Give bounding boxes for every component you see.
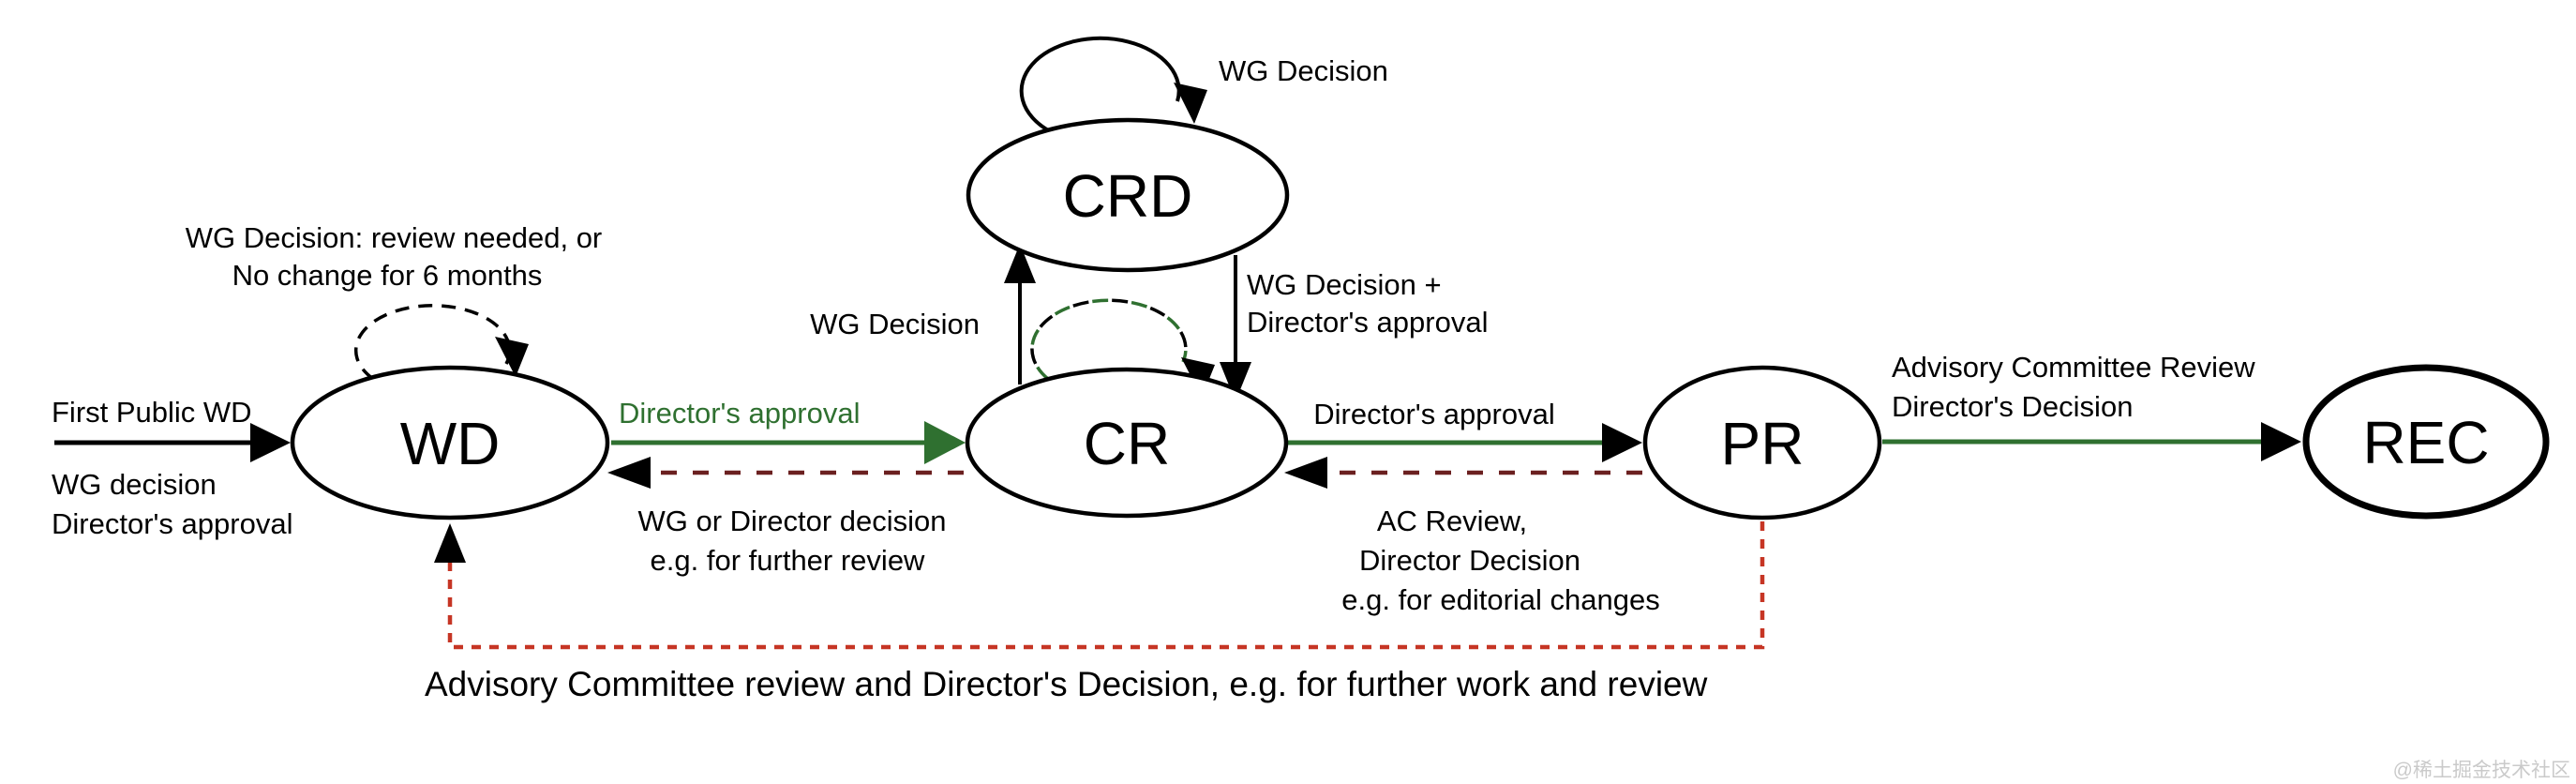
edge-wd-to-cr: Director's approval (611, 397, 966, 464)
label-wd-loop-line1: WG Decision: review needed, or (186, 221, 603, 254)
label-wd-loop-line2: No change for 6 months (232, 259, 543, 292)
label-cr-to-wd-line1: WG or Director decision (637, 505, 946, 537)
cr-dashed-loop-black (1030, 298, 1188, 381)
arrowhead-into-cr-maroon (1284, 457, 1327, 489)
cr-dashed-loop-green (1030, 298, 1188, 381)
label-first-public-wd: First Public WD (52, 396, 252, 429)
label-cr-to-wd-line2: e.g. for further review (651, 544, 926, 577)
arrowhead-into-cr-from-crd (1220, 362, 1251, 401)
node-crd-ellipse (966, 117, 1290, 273)
arrowhead-into-wd (250, 423, 291, 462)
node-cr: CR (965, 367, 1289, 519)
label-crd-to-cr-line1: WG Decision + (1247, 268, 1442, 301)
arrowhead-wd-self-loop (495, 337, 529, 377)
node-pr: PR (1642, 365, 1882, 520)
label-pr-to-cr-line3: e.g. for editorial changes (1341, 583, 1660, 616)
node-rec-ellipse (2302, 364, 2550, 520)
label-pr-to-cr-line1: AC Review, (1377, 505, 1527, 537)
edge-cr-to-pr: Director's approval (1288, 398, 1642, 462)
edge-cr-to-wd: WG or Director decision e.g. for further… (607, 457, 964, 577)
node-wd: WD (290, 365, 610, 520)
node-wd-label: WD (400, 410, 501, 477)
arrowhead-into-pr (1602, 423, 1642, 462)
edge-wd-self-loop: WG Decision: review needed, or No change… (186, 221, 603, 381)
node-cr-ellipse (965, 367, 1289, 519)
edge-cr-to-crd: WG Decision (810, 244, 1036, 384)
node-crd-label: CRD (1063, 162, 1193, 230)
edge-crd-self-loop: WG Decision (1019, 36, 1388, 133)
arrowhead-into-wd-maroon (607, 457, 651, 489)
label-wg-decision: WG decision (52, 468, 217, 501)
edge-pr-to-cr: AC Review, Director Decision e.g. for ed… (1284, 457, 1660, 616)
label-cr-to-crd: WG Decision (810, 308, 980, 340)
arrowhead-into-crd (1004, 244, 1036, 283)
label-pr-to-wd: Advisory Committee review and Director's… (425, 665, 1708, 703)
label-directors-approval-green: Director's approval (619, 397, 860, 430)
node-crd: CRD (966, 117, 1290, 273)
edge-pr-to-wd: Advisory Committee review and Director's… (425, 521, 1765, 703)
node-pr-ellipse (1642, 365, 1882, 520)
label-directors-approval-entry: Director's approval (52, 507, 292, 540)
label-pr-to-rec-line2: Director's Decision (1892, 390, 2133, 423)
label-crd-self-loop: WG Decision (1219, 54, 1388, 87)
arrowhead-into-rec (2261, 422, 2301, 461)
node-rec-label: REC (2362, 409, 2489, 476)
node-wd-ellipse (290, 365, 610, 520)
crd-self-loop-arc (1019, 36, 1181, 133)
node-cr-label: CR (1084, 410, 1170, 477)
node-pr-label: PR (1721, 410, 1805, 477)
label-pr-to-cr-line2: Director Decision (1359, 544, 1580, 577)
arrowhead-into-wd-red (434, 523, 466, 563)
edge-crd-to-cr: WG Decision + Director's approval (1220, 255, 1488, 401)
pr-to-wd-dotted-path (447, 521, 1765, 650)
arrowhead-crd-self-loop (1174, 83, 1207, 124)
label-crd-to-cr-line2: Director's approval (1247, 306, 1488, 339)
label-cr-to-pr: Director's approval (1313, 398, 1554, 430)
watermark-text: @稀土掘金技术社区 (2393, 760, 2570, 781)
arrowhead-into-cr-green (924, 421, 966, 464)
wd-self-loop-arc (354, 304, 512, 381)
label-pr-to-rec-line1: Advisory Committee Review (1892, 351, 2255, 384)
node-rec: REC (2302, 364, 2550, 520)
edge-first-public-wd: First Public WD WG decision Director's a… (52, 396, 292, 540)
edge-pr-to-rec: Advisory Committee Review Director's Dec… (1882, 351, 2301, 461)
